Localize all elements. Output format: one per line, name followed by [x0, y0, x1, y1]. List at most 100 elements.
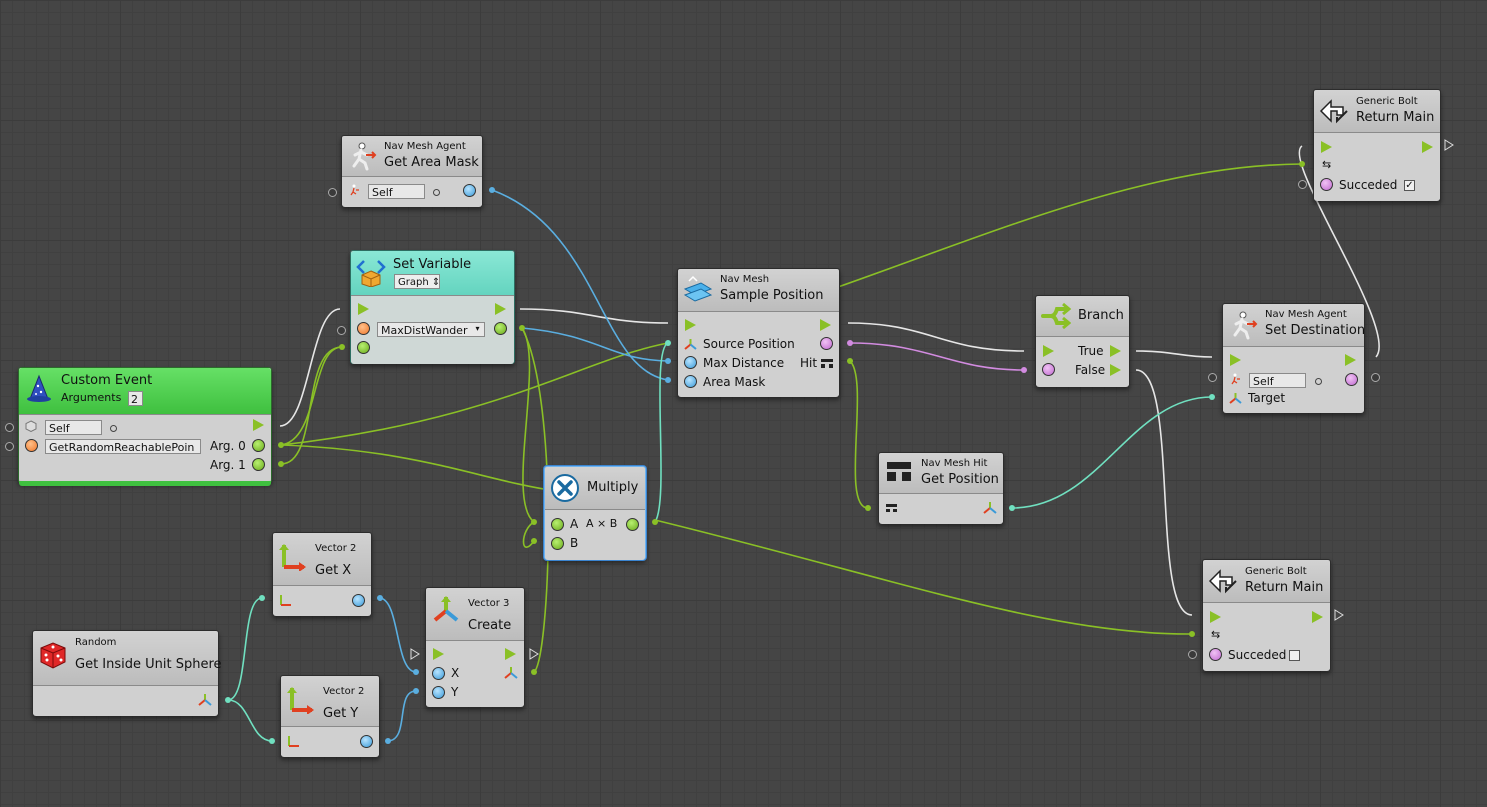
- setdest-output-ring[interactable]: [1371, 373, 1380, 382]
- event-name-port[interactable]: [25, 439, 38, 452]
- source-position-label: Source Position: [703, 337, 795, 351]
- position-output-icon[interactable]: [983, 501, 997, 515]
- setdest-flow-output[interactable]: [1345, 354, 1356, 366]
- setvar-name-port[interactable]: [357, 322, 370, 335]
- sample-position-category: Nav Mesh: [720, 274, 770, 285]
- wire-blue-areamask-to-sample: [491, 189, 669, 381]
- sample-result-output-port[interactable]: [820, 337, 833, 350]
- branch-false-output[interactable]: [1110, 364, 1121, 376]
- branch-true-output[interactable]: [1110, 345, 1121, 357]
- return-top-succeded-port[interactable]: [1320, 178, 1333, 191]
- target-port-ring[interactable]: [5, 423, 14, 432]
- branch-condition-port[interactable]: [1042, 363, 1055, 376]
- hit-output-icon[interactable]: [820, 358, 834, 369]
- variable-kind-dropdown[interactable]: Graph ⇕: [394, 274, 440, 289]
- multiply-result-label: A × B: [586, 517, 618, 530]
- gety-output-port[interactable]: [360, 735, 373, 748]
- return-top-flow-output[interactable]: [1422, 141, 1433, 153]
- hit-label: Hit: [800, 356, 818, 370]
- area-mask-input-port[interactable]: [684, 375, 697, 388]
- vector2-input-icon[interactable]: [279, 594, 292, 607]
- area-mask-picker-dot[interactable]: [433, 189, 440, 196]
- max-distance-port[interactable]: [684, 356, 697, 369]
- sample-flow-input[interactable]: [685, 319, 696, 331]
- create-output-icon[interactable]: [504, 666, 518, 680]
- branch-flow-input[interactable]: [1043, 345, 1054, 357]
- return-bottom-exit-icon[interactable]: [1334, 609, 1344, 621]
- target-picker-dot[interactable]: [110, 425, 117, 432]
- return-bottom-succeded-ring[interactable]: [1188, 650, 1197, 659]
- create-flow-output[interactable]: [505, 648, 516, 660]
- vector3-create-node[interactable]: Vector 3 Create X Y: [425, 587, 525, 707]
- area-mask-output-port[interactable]: [463, 184, 476, 197]
- return-bottom-flow-input[interactable]: [1210, 611, 1221, 623]
- wire-blue-gety-to-y: [387, 690, 417, 742]
- setdest-target-field[interactable]: Self: [1249, 373, 1306, 388]
- vector3-create-category: Vector 3: [468, 598, 510, 609]
- multiply-a-port[interactable]: [551, 518, 564, 531]
- area-mask-target-ring[interactable]: [328, 188, 337, 197]
- event-name-field[interactable]: GetRandomReachablePoin: [45, 439, 201, 454]
- return-bottom-succeded-port[interactable]: [1209, 648, 1222, 661]
- getx-output-port[interactable]: [352, 594, 365, 607]
- set-destination-node[interactable]: Nav Mesh Agent Set Destination Self Targ…: [1222, 303, 1365, 413]
- event-footer-bar: [19, 481, 271, 486]
- area-mask-label: Area Mask: [703, 375, 766, 389]
- multiply-node[interactable]: Multiply A A × B B: [544, 466, 646, 560]
- arg0-port[interactable]: [252, 439, 265, 452]
- return-top-succeded-ring[interactable]: [1298, 180, 1307, 189]
- setdest-target-ring[interactable]: [1208, 373, 1217, 382]
- name-port-ring[interactable]: [5, 442, 14, 451]
- return-main-bottom-title: Return Main: [1245, 580, 1324, 595]
- custom-event-node[interactable]: Custom Event Arguments 2 Self GetRandomR…: [5, 367, 272, 486]
- multiply-result-port[interactable]: [626, 518, 639, 531]
- event-target-field[interactable]: Self: [45, 420, 102, 435]
- return-top-succeded-checkbox[interactable]: ✓: [1404, 180, 1415, 191]
- set-variable-node[interactable]: Set Variable Graph ⇕ MaxDistWander ▾: [337, 250, 515, 364]
- return-main-top-node[interactable]: Generic Bolt Return Main ⇆ Succeded ✓: [1313, 89, 1441, 201]
- setdest-result-port[interactable]: [1345, 373, 1358, 386]
- create-y-port[interactable]: [432, 686, 445, 699]
- setdest-picker-dot[interactable]: [1315, 378, 1322, 385]
- arg0-label: Arg. 0: [210, 439, 246, 453]
- setdest-flow-input[interactable]: [1230, 354, 1241, 366]
- branch-node[interactable]: Branch True False: [1035, 295, 1130, 387]
- create-x-port[interactable]: [432, 667, 445, 680]
- get-position-node[interactable]: Nav Mesh Hit Get Position: [878, 452, 1004, 524]
- navmesh-hit-input-icon[interactable]: [885, 503, 898, 513]
- arguments-count-field[interactable]: 2: [128, 391, 143, 406]
- setvar-flow-input[interactable]: [358, 303, 369, 315]
- return-top-exit-icon[interactable]: [1444, 139, 1454, 151]
- vector2-get-x-node[interactable]: Vector 2 Get X: [272, 532, 372, 616]
- event-flow-output[interactable]: [253, 419, 264, 431]
- return-top-mode-icon: ⇆: [1322, 158, 1332, 171]
- setvar-value-output-port[interactable]: [494, 322, 507, 335]
- return-bottom-succeded-checkbox[interactable]: [1289, 650, 1300, 661]
- sample-position-node[interactable]: Nav Mesh Sample Position Source Position…: [677, 268, 840, 397]
- axes-3d-mini-icon: [684, 339, 697, 350]
- random-inside-unit-sphere-node[interactable]: Random Get Inside Unit Sphere: [32, 630, 222, 716]
- vector2-get-y-node[interactable]: Vector 2 Get Y: [280, 675, 380, 757]
- create-flow-input[interactable]: [433, 648, 444, 660]
- random-output-icon[interactable]: [198, 693, 212, 707]
- false-label: False: [1075, 363, 1106, 377]
- get-area-mask-node[interactable]: Nav Mesh Agent Get Area Mask Self: [328, 135, 483, 207]
- setvar-value-input-port[interactable]: [357, 341, 370, 354]
- arg1-port[interactable]: [252, 458, 265, 471]
- variable-name-dropdown[interactable]: MaxDistWander: [377, 322, 485, 337]
- wire-flow-event-to-setvar: [279, 308, 341, 427]
- area-mask-target-field[interactable]: Self: [368, 184, 425, 199]
- setvar-flow-output[interactable]: [495, 303, 506, 315]
- get-area-mask-title: Get Area Mask: [384, 155, 479, 170]
- vector2-input-icon[interactable]: [287, 735, 300, 748]
- variable-dropdown-arrow-icon[interactable]: ▾: [475, 324, 480, 333]
- return-bottom-flow-output[interactable]: [1312, 611, 1323, 623]
- setvar-name-ring[interactable]: [337, 326, 346, 335]
- wire-teal-result-to-source: [654, 342, 669, 523]
- create-flow-out-arrow-icon[interactable]: [529, 648, 539, 660]
- return-top-flow-input[interactable]: [1321, 141, 1332, 153]
- multiply-b-port[interactable]: [551, 537, 564, 550]
- return-main-bottom-node[interactable]: Generic Bolt Return Main ⇆ Succeded: [1202, 559, 1331, 671]
- create-flow-in-arrow-icon[interactable]: [410, 648, 420, 660]
- sample-flow-output[interactable]: [820, 319, 831, 331]
